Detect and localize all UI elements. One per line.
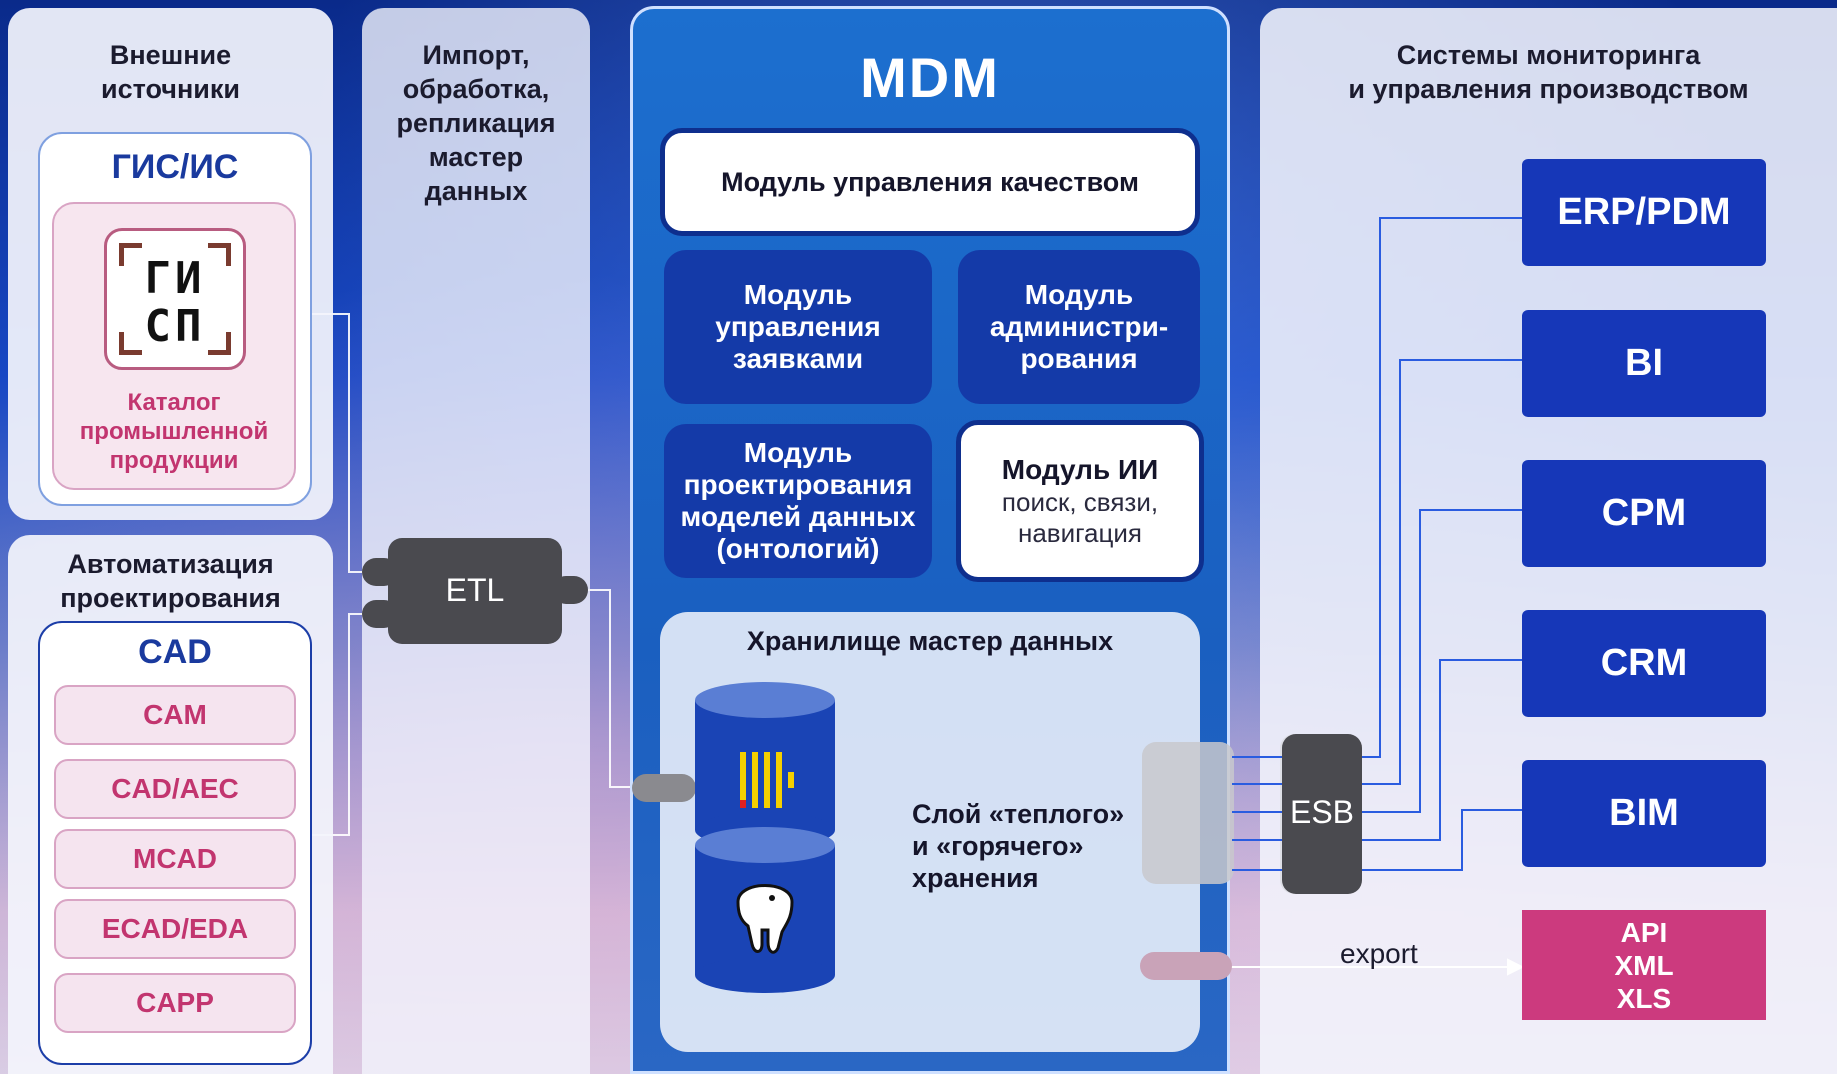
gisp-logo: ГИ СП [104, 228, 246, 370]
modeling-module-label: Модуль проектирования моделей данных (он… [680, 437, 916, 564]
postgresql-db [695, 827, 835, 993]
system-bi: BI [1522, 310, 1766, 417]
external-sources-title: Внешние источники [101, 40, 240, 104]
design-automation-title: Автоматизация проектирования [60, 549, 281, 613]
logo-corner-tr [208, 243, 231, 266]
system-cpm: CPM [1522, 460, 1766, 567]
gis-is-subpanel: ГИС/ИС ГИ СП Каталог промышленной продук… [38, 132, 312, 506]
production-systems-title: Системы мониторинга и управления произво… [1348, 40, 1749, 104]
esb-block-front: ESB [1282, 734, 1362, 894]
gisp-catalog-card: ГИ СП Каталог промышленной продукции [52, 202, 296, 490]
storage-title: Хранилище мастер данных [746, 626, 1114, 656]
system-crm: CRM [1522, 610, 1766, 717]
database-cylinders [695, 682, 835, 993]
logo-corner-bl [119, 332, 142, 355]
modeling-module: Модуль проектирования моделей данных (он… [664, 424, 932, 578]
export-formats-label: API XML XLS [1614, 916, 1674, 1014]
cad-heading: CAD [138, 633, 212, 671]
cad-subpanel: CAD CAM CAD/AEC MCAD ECAD/EDA CAPP [38, 621, 312, 1065]
esb-label-front: ESB [1289, 794, 1355, 830]
system-erp-pdm: ERP/PDM [1522, 159, 1766, 266]
ai-module-desc: поиск, связи, навигация [1001, 487, 1159, 548]
etl-label: ETL [445, 572, 505, 608]
design-automation-panel: Автоматизация проектирования CAD CAM CAD… [8, 535, 333, 1074]
ai-module-title: Модуль ИИ [1001, 454, 1159, 485]
logo-text-line1: ГИ [144, 253, 206, 304]
cad-item-capp: CAPP [54, 973, 296, 1033]
cad-item-ecad-eda: ECAD/EDA [54, 899, 296, 959]
system-bim: BIM [1522, 760, 1766, 867]
quality-module: Модуль управления качеством [660, 128, 1200, 236]
export-formats-box: API XML XLS [1522, 910, 1766, 1020]
quality-module-label: Модуль управления качеством [721, 166, 1139, 197]
esb-pin-group [1142, 742, 1234, 884]
import-title: Импорт, обработка, репликация мастер дан… [396, 40, 556, 206]
admin-module-label: Модуль администри- рования [989, 279, 1169, 374]
cad-item-cad-aec: CAD/AEC [54, 759, 296, 819]
mdm-title: MDM [860, 46, 1000, 109]
clickhouse-db [695, 682, 835, 848]
external-sources-panel: Внешние источники ГИС/ИС ГИ СП Каталог п… [8, 8, 333, 520]
cad-item-mcad: MCAD [54, 829, 296, 889]
requests-module-label: Модуль управления заявками [715, 279, 881, 374]
cad-item-cam: CAM [54, 685, 296, 745]
requests-module: Модуль управления заявками [664, 250, 932, 404]
admin-module: Модуль администри- рования [958, 250, 1200, 404]
logo-corner-br [208, 332, 231, 355]
ai-module: Модуль ИИ поиск, связи, навигация [956, 420, 1204, 582]
export-pin [1140, 952, 1232, 980]
logo-corner-tl [119, 243, 142, 266]
storage-input-pin [632, 774, 696, 802]
logo-text-line2: СП [144, 301, 206, 352]
gis-is-heading: ГИС/ИС [111, 148, 239, 186]
etl-block: ETL [388, 538, 562, 644]
export-label: export [1340, 938, 1418, 969]
storage-layer-label: Слой «теплого» и «горячего» хранения [912, 799, 1125, 893]
catalog-label: Каталог промышленной продукции [79, 389, 269, 474]
